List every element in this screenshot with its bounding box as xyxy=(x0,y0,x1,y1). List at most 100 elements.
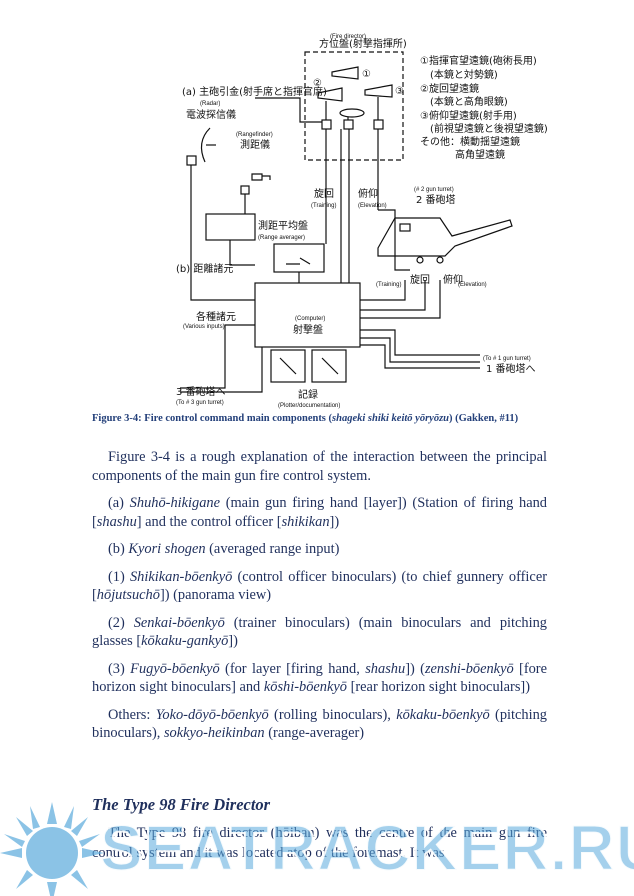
paragraph-5: (2) Senkai-bōenkyō (trainer binoculars) … xyxy=(92,614,547,651)
legend: ①指揮官望遠鏡(砲術長用) (本鏡と対勢鏡) ②旋回望遠鏡 (本鏡と高角眼鏡) … xyxy=(420,54,548,161)
elevation-en: (Elevation) xyxy=(358,203,387,209)
text-run: Yoko-dōyō-bōenkyō xyxy=(155,706,269,723)
turret-training-jp: 旋回 xyxy=(410,273,430,286)
section-heading: The Type 98 Fire Director xyxy=(92,795,271,814)
text-run: ]) (panorama view) xyxy=(159,587,272,603)
text-run: Fugyō-bōenkyō xyxy=(130,660,220,677)
text-run: shikikan xyxy=(281,513,330,530)
text-run: ) was the centre of the main gun fire co… xyxy=(92,825,547,861)
text-run: ]) xyxy=(228,633,238,649)
paragraph-4: (1) Shikikan-bōenkyō (control officer bi… xyxy=(92,568,547,605)
training-jp: 旋回 xyxy=(314,187,334,200)
rangefinder-icon xyxy=(251,173,271,181)
text-run: Senkai-bōenkyō xyxy=(133,614,225,631)
averaged-range-label: (b) 距離諸元 xyxy=(176,262,233,275)
main-trigger-label: (a) 主砲引金(射手席と指揮官席) xyxy=(182,85,327,98)
various-en: (Various inputs) xyxy=(183,324,225,330)
binocular-1-icon xyxy=(331,66,359,80)
eyepiece-icon xyxy=(339,108,365,118)
text-run: (3) xyxy=(108,660,131,677)
turret1-jp: 1 番砲塔へ xyxy=(486,362,536,375)
turret-elevation-jp: 俯仰 xyxy=(443,273,463,286)
text-run: (rolling binoculars), xyxy=(268,706,397,723)
body-text: Figure 3-4 is a rough explanation of the… xyxy=(92,448,547,752)
legend-8: 高角望遠鏡 xyxy=(455,148,505,161)
paragraph-6: (3) Fugyō-bōenkyō (for layer [firing han… xyxy=(92,660,547,697)
fire-director-jp: 方位盤(射撃指揮所) xyxy=(319,37,407,50)
turret3-jp: 3 番砲塔へ xyxy=(176,385,226,398)
turret1-en: (To # 1 gun turret) xyxy=(483,356,531,362)
binocular-3-icon xyxy=(364,84,393,98)
text-run: ]) ( xyxy=(405,660,425,677)
marker-1: ① xyxy=(362,69,371,80)
various-jp: 各種諸元 xyxy=(196,310,236,323)
text-run: sokkyo-heikinban xyxy=(163,725,265,741)
computer-box xyxy=(254,282,361,348)
text-run: (2) xyxy=(108,614,134,631)
turret2-jp: 2 番砲塔 xyxy=(416,193,456,206)
binocular-2-icon xyxy=(317,87,343,102)
paragraph-last: The Type 98 fire director (hōiban) was t… xyxy=(92,823,547,863)
text-run: Kyori shogen xyxy=(128,541,206,557)
paragraph-7: Others: Yoko-dōyō-bōenkyō (rolling binoc… xyxy=(92,706,547,743)
radar-en: (Radar) xyxy=(200,101,220,107)
text-run: [rear horizon sight binoculars]) xyxy=(346,679,531,695)
paragraph-3: (b) Kyori shogen (averaged range input) xyxy=(92,540,547,559)
text-run: kōkaku-bōenkyō xyxy=(396,706,490,723)
text-run: (control officer binoculars) (to chief g… xyxy=(92,568,547,604)
text-run: (pitching binoculars), xyxy=(92,706,547,742)
watermark-text: SEATRACKER.RU xyxy=(99,811,634,885)
paragraph-2: (a) Shuhō-hikigane (main gun firing hand… xyxy=(92,494,547,531)
text-run: hōiban xyxy=(275,825,315,841)
legend-6: (前視望遠鏡と後視望遠鏡) xyxy=(430,122,548,135)
range-averager-box xyxy=(205,213,256,241)
computer-en: (Computer) xyxy=(295,316,325,322)
text-run: (a) xyxy=(108,495,130,511)
text-run: (trainer binoculars) (main binoculars an… xyxy=(92,614,547,650)
legend-3: ②旋回望遠鏡 xyxy=(420,82,479,95)
rangefinder-jp: 測距儀 xyxy=(240,138,270,151)
figure-caption: Figure 3-4: Fire control command main co… xyxy=(92,411,547,426)
watermark-sun-icon xyxy=(0,802,104,896)
marker-2: ② xyxy=(313,78,322,89)
fire-director-en: (Fire director) xyxy=(330,34,366,40)
text-run: ] and the control officer [ xyxy=(136,513,282,530)
text-run: Shuhō-hikigane xyxy=(129,495,220,511)
text-run: (b) xyxy=(108,541,129,557)
turret-training-en: (Training) xyxy=(376,282,401,288)
intermediate-box xyxy=(273,243,325,273)
radar-jp: 電波探信儀 xyxy=(186,108,236,121)
caption-suffix: ) (Gakken, #11) xyxy=(449,413,519,424)
text-run: (range-averager) xyxy=(264,725,365,741)
legend-2: (本鏡と対勢鏡) xyxy=(430,68,498,81)
fire-director-box xyxy=(304,51,404,161)
turret2-en: (# 2 gun turret) xyxy=(414,187,454,193)
range-averager-en: (Range averager) xyxy=(258,235,305,241)
text-run: The Type 98 fire director ( xyxy=(108,825,276,841)
training-en: (Training) xyxy=(311,203,336,209)
text-run: zenshi-bōenkyō xyxy=(424,660,514,677)
range-averager-jp: 測距平均盤 xyxy=(258,219,308,232)
text-run: (1) xyxy=(108,568,130,585)
fire-control-diagram: (Fire director) 方位盤(射撃指揮所) ① ② ③ ①指揮官望遠鏡… xyxy=(176,34,548,409)
text-run: ]) xyxy=(329,513,340,530)
text-run: (averaged range input) xyxy=(205,541,340,557)
legend-5: ③俯仰望遠鏡(射手用) xyxy=(420,109,517,122)
marker-3: ③ xyxy=(395,86,404,97)
turret3-en: (To # 3 gun turret) xyxy=(176,400,224,406)
turret-elevation-en: (Elevation) xyxy=(458,282,487,288)
elevation-jp: 俯仰 xyxy=(358,187,378,200)
caption-prefix: Figure 3-4: Fire control command main co… xyxy=(92,413,333,424)
text-run: hōjutsuchō xyxy=(96,587,160,603)
rangefinder-en: (Rangefinder) xyxy=(236,132,273,138)
plotter-box-1 xyxy=(270,349,306,383)
plotter-box-2 xyxy=(311,349,347,383)
text-run: shashu xyxy=(365,660,406,677)
paragraph-1: Figure 3-4 is a rough explanation of the… xyxy=(92,449,547,484)
text-run: Others: xyxy=(108,706,156,723)
legend-7: その他：横動揺望遠鏡 xyxy=(420,135,520,148)
text-run: [fore horizon sight binoculars] and xyxy=(92,660,547,696)
plotter-en: (Plotter/documentation) xyxy=(278,403,340,409)
text-run: shashu xyxy=(96,513,137,530)
legend-1: ①指揮官望遠鏡(砲術長用) xyxy=(420,54,537,67)
